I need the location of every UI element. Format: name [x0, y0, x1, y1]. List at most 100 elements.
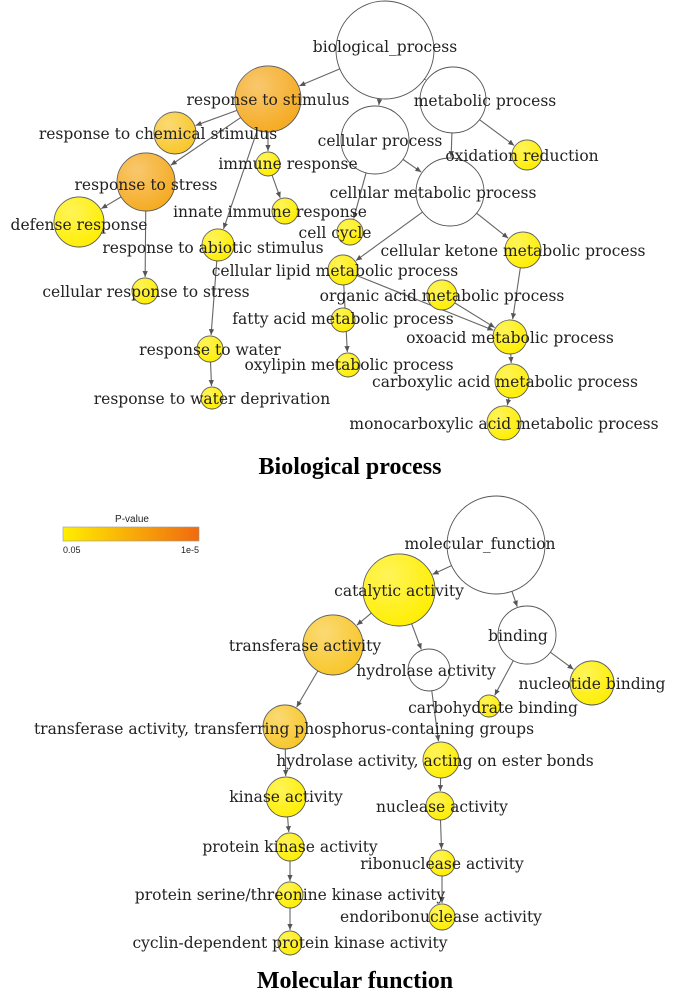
mf-edges	[282, 565, 574, 930]
mf-label-binding: binding	[488, 627, 548, 645]
legend-color-bar	[62, 526, 200, 542]
mf-edge-catalytic-activity-to-transferase-activity	[356, 612, 372, 626]
bp-edges	[101, 68, 521, 406]
bp-label-immune-response: immune response	[218, 155, 357, 173]
bp-node-biological-process	[335, 0, 435, 100]
mf-label-endoribonuclease-activity: endoribonuclease activity	[340, 908, 542, 926]
bp-edge-metabolic-process-to-oxidation-reduction	[479, 119, 515, 146]
bp-label-organic-acid-metabolic-process: organic acid metabolic process	[320, 287, 565, 305]
bp-node-highlight-fatty-acid-metabolic-process	[331, 308, 355, 332]
bp-label-cell-cycle: cell cycle	[299, 224, 372, 242]
bp-edge-immune-response-to-innate-immune-response	[271, 175, 281, 199]
bp-label-response-to-chemical-stimulus: response to chemical stimulus	[39, 125, 277, 143]
bp-label-cellular-metabolic-process: cellular metabolic process	[330, 184, 537, 202]
mf-label-protein-serine-threonine-kinase-activity: protein serine/threonine kinase activity	[135, 886, 446, 904]
bp-node-highlight-response-to-stress	[117, 153, 175, 211]
mf-label-cyclin-dependent-protein-kinase-activity: cyclin-dependent protein kinase activity	[132, 934, 447, 952]
mf-edge-molecular-function-to-catalytic-activity	[432, 565, 452, 575]
mf-node-highlight-nuclease-activity	[426, 792, 454, 820]
bp-label-cellular-response-to-stress: cellular response to stress	[42, 283, 249, 301]
bp-node-metabolic-process	[419, 66, 487, 134]
mf-node-molecular-function	[446, 495, 546, 595]
bp-node-highlight-immune-response	[256, 152, 280, 176]
bp-edge-metabolic-process-to-cellular-metabolic-process	[448, 132, 454, 158]
bp-node-highlight-defense-response	[54, 197, 104, 247]
bp-node-highlight-cellular-lipid-metabolic-process	[328, 255, 358, 285]
bp-label-response-to-abiotic-stimulus: response to abiotic stimulus	[102, 239, 323, 257]
mf-label-protein-kinase-activity: protein kinase activity	[202, 838, 378, 856]
mf-label-transferase-activity: transferase activity	[229, 637, 381, 655]
bp-node-highlight-cell-cycle	[337, 219, 363, 245]
bp-edge-biological-process-to-cellular-process	[376, 98, 383, 106]
bp-node-highlight-oxidation-reduction	[512, 140, 542, 170]
mf-label-hydrolase-ester: hydrolase activity, acting on ester bond…	[276, 752, 593, 770]
mf-node-hydrolase-activity	[407, 648, 451, 692]
bp-node-cellular-metabolic-process	[415, 157, 485, 227]
bp-edge-response-to-stimulus-to-response-to-abiotic-stimulus	[222, 130, 258, 230]
bp-node-highlight-oxylipin-metabolic-process	[336, 353, 360, 377]
bp-node-highlight-monocarboxylic-acid-metabolic-process	[487, 406, 521, 440]
bp-label-oxidation-reduction: oxidation reduction	[445, 147, 598, 165]
mf-edge-binding-to-carbohydrate-binding	[494, 660, 514, 696]
bp-edge-organic-acid-metabolic-process-to-oxoacid-metabolic-process	[454, 302, 495, 329]
bp-edge-biological-process-to-response-to-stimulus	[299, 68, 341, 87]
bp-node-highlight-organic-acid-metabolic-process	[427, 280, 457, 310]
bp-edge-cellular-metabolic-process-to-cellular-ketone-metabolic-process	[476, 212, 509, 239]
mf-edge-catalytic-activity-to-hydrolase-activity	[411, 623, 422, 650]
bp-node-highlight-oxoacid-metabolic-process	[493, 320, 527, 354]
bp-label-monocarboxylic-acid-metabolic-process: monocarboxylic acid metabolic process	[349, 415, 658, 433]
bp-label-fatty-acid-metabolic-process: fatty acid metabolic process	[232, 310, 453, 328]
mf-label-nuclease-activity: nuclease activity	[376, 798, 508, 816]
bp-label-metabolic-process: metabolic process	[414, 92, 557, 110]
bp-node-highlight-response-to-chemical-stimulus	[154, 112, 196, 154]
bp-node-highlight-response-to-abiotic-stimulus	[202, 229, 234, 261]
bp-edge-response-to-abiotic-stimulus-to-response-to-water	[208, 260, 218, 336]
bp-label-oxylipin-metabolic-process: oxylipin metabolic process	[244, 356, 453, 374]
p-value-legend: P-value 0.05 1e-5	[62, 514, 200, 555]
mf-edge-nuclease-activity-to-ribonuclease-activity	[438, 819, 444, 850]
mf-node-highlight-catalytic-activity	[363, 554, 435, 626]
mf-node-highlight-nucleotide-binding	[570, 661, 614, 705]
legend-high-label: 1e-5	[181, 545, 199, 555]
mf-label-nucleotide-binding: nucleotide binding	[519, 675, 666, 693]
bp-labels: biological_process response to stimulus me…	[11, 38, 659, 433]
mf-label-hydrolase-activity: hydrolase activity	[356, 662, 496, 680]
mf-edge-hydrolase-activity-to-hydrolase-ester	[431, 690, 441, 742]
legend-title: P-value	[115, 514, 149, 525]
bp-label-response-to-stimulus: response to stimulus	[186, 91, 349, 109]
mf-node-highlight-hydrolase-ester	[423, 742, 459, 778]
bp-edge-cellular-ketone-metabolic-process-to-oxoacid-metabolic-process	[510, 267, 521, 320]
bp-node-highlight-cellular-response-to-stress	[132, 278, 158, 304]
mf-panel-title: Molecular function	[257, 968, 453, 994]
mf-edge-molecular-function-to-binding	[511, 591, 518, 607]
mf-node-highlight-endoribonuclease-activity	[429, 904, 455, 930]
mf-node-highlight-protein-serine-threonine-kinase-activity	[277, 882, 303, 908]
bp-label-cellular-lipid-metabolic-process: cellular lipid metabolic process	[212, 262, 459, 280]
bp-node-highlight-response-to-stimulus	[235, 66, 301, 132]
bp-nodes	[53, 0, 543, 441]
mf-node-highlight-transferase-activity	[303, 615, 363, 675]
mf-edge-kinase-activity-to-protein-kinase-activity	[285, 816, 291, 833]
bp-edge-response-to-stimulus-to-response-to-chemical-stimulus	[195, 109, 238, 126]
mf-label-carbohydrate-binding: carbohydrate binding	[408, 699, 578, 717]
mf-node-binding	[497, 605, 557, 665]
bp-label-carboxylic-acid-metabolic-process: carboxylic acid metabolic process	[372, 373, 638, 391]
mf-label-kinase-activity: kinase activity	[229, 788, 343, 806]
bp-node-highlight-carboxylic-acid-metabolic-process	[495, 364, 529, 398]
bp-label-response-to-water: response to water	[139, 341, 281, 359]
mf-node-highlight-transferase-phosphorus	[263, 705, 307, 749]
mf-node-highlight-kinase-activity	[266, 777, 306, 817]
bp-edge-cellular-metabolic-process-to-cellular-lipid-metabolic-process	[355, 211, 423, 262]
bp-edge-response-to-water-to-response-to-water-deprivation	[208, 361, 214, 387]
bp-node-highlight-cellular-ketone-metabolic-process	[505, 232, 541, 268]
bp-label-biological-process: biological_process	[313, 38, 457, 56]
bp-label-defense-response: defense response	[11, 216, 148, 234]
bp-edge-carboxylic-acid-metabolic-process-to-monocarboxylic-acid-metabolic-process	[505, 397, 512, 406]
mf-edge-binding-to-nucleotide-binding	[550, 651, 574, 670]
bp-edge-cellular-lipid-metabolic-process-to-oxoacid-metabolic-process	[356, 275, 494, 331]
bp-node-highlight-response-to-water	[197, 336, 223, 362]
bp-edge-cellular-process-to-cell-cycle	[352, 172, 367, 219]
bp-edge-response-to-stimulus-to-response-to-stress	[170, 117, 242, 166]
bp-node-highlight-innate-immune-response	[272, 198, 298, 224]
